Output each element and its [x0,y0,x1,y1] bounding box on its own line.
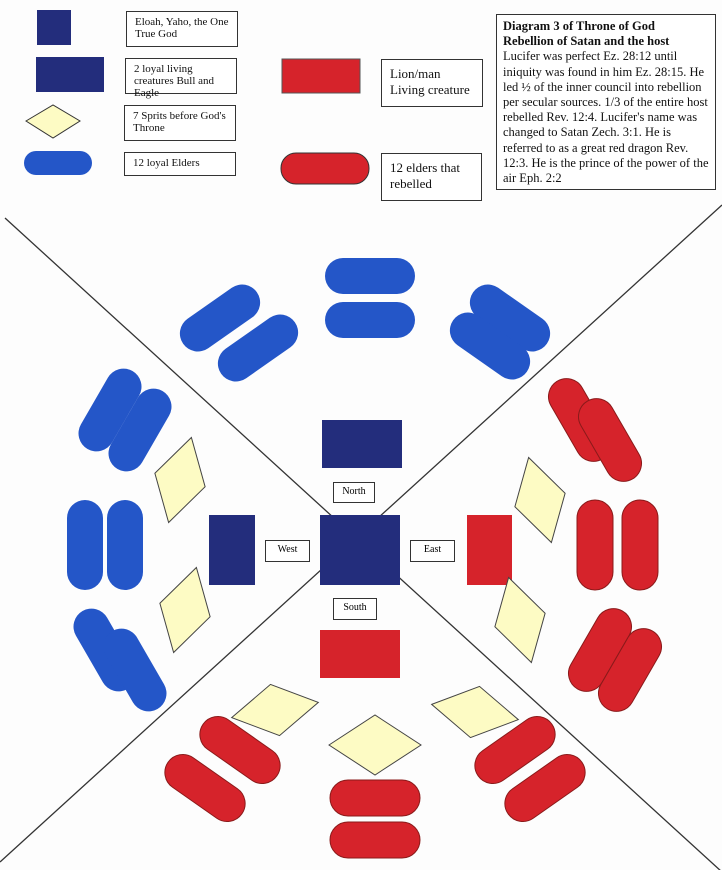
loyal-elder [217,314,299,382]
loyal-elder [179,284,261,352]
legend-spirit-symbol [25,104,81,139]
spirit-diamond [514,456,566,544]
throne-god [320,515,400,585]
rebel-elder [621,499,659,591]
rebel-elder [164,754,246,822]
info-box: Diagram 3 of Throne of God Rebellion of … [496,14,716,190]
loyal-elder [325,258,415,294]
legend-rebel-elders-label: 12 elders that rebelled [381,153,482,201]
north-creature-eagle [322,420,402,468]
legend-loyal-elders-label: 12 loyal Elders [124,152,236,176]
spirit-diamond [159,566,211,654]
loyal-elder [325,302,415,338]
rebel-elder [199,716,281,784]
east-label: East [410,540,455,562]
spirit-diamond [494,576,546,664]
legend-god-symbol [37,10,71,45]
rebel-elder [598,628,662,712]
loyal-elder [449,312,531,380]
legend-lion-man-label: Lion/man Living creature [381,59,483,107]
rebel-elder [578,398,642,482]
legend-loyal-creatures-label: 2 loyal living creatures Bull and Eagle [125,58,237,99]
rebel-elder [474,716,556,784]
loyal-elder [67,500,103,590]
legend-rebel-elder-symbol [280,152,370,185]
rebel-elder [329,779,421,817]
legend-spirits-label: 7 Sprits before God's Throne [124,105,236,141]
loyal-elder [469,284,551,352]
north-label: North [333,482,375,503]
rebel-elder [576,499,614,591]
info-title-2: Rebellion of Satan and the host [503,34,670,49]
info-title-1: Diagram 3 of Throne of God [503,19,655,33]
south-creature-man [320,630,400,678]
legend-loyal-elder-symbol [24,151,92,175]
legend-lion-man-symbol [281,58,361,94]
spirit-diamond [430,685,520,739]
east-creature-lion [467,515,512,585]
spirit-diamond [230,683,320,737]
legend-god-label: Eloah, Yaho, the One True God [126,11,238,47]
legend-loyal-creature-symbol [36,57,104,92]
loyal-elder [108,388,172,472]
loyal-elder [103,628,167,712]
south-label: South [333,598,377,620]
info-body: Lucifer was perfect Ez. 28:12 until iniq… [503,49,709,186]
spirit-diamond [328,714,422,776]
west-label: West [265,540,310,562]
loyal-elder [78,368,142,452]
rebel-elder [329,821,421,859]
rebel-elder [504,754,586,822]
west-creature-bull [209,515,255,585]
spirit-diamond [154,436,206,524]
loyal-elder [107,500,143,590]
